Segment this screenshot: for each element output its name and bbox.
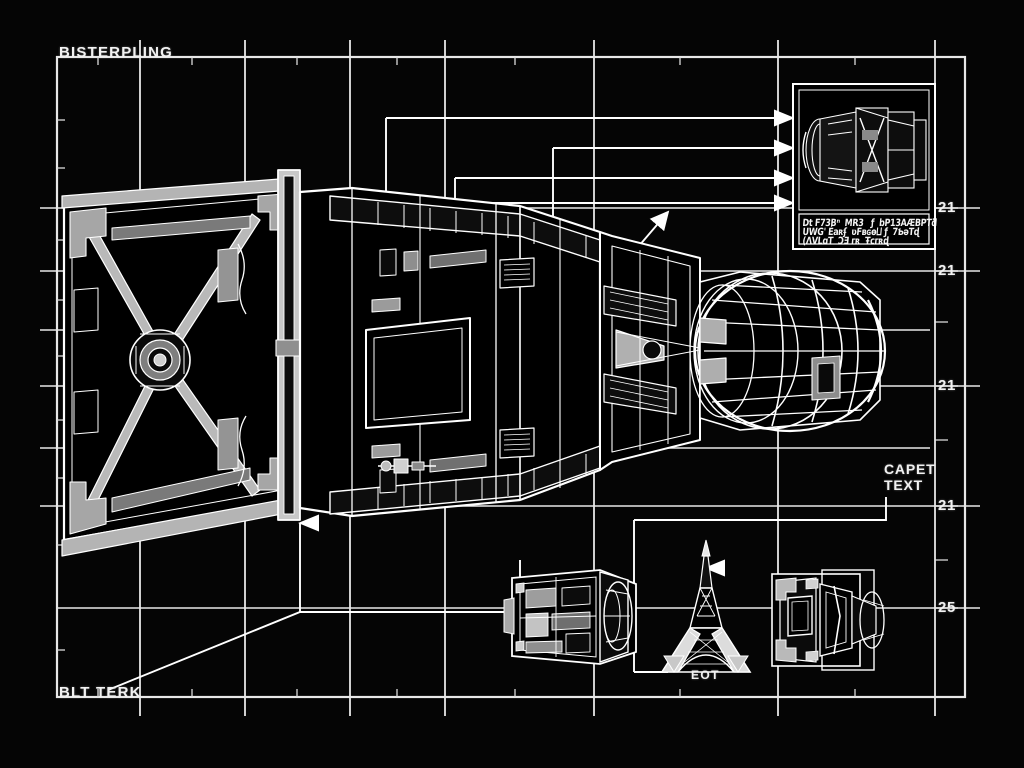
inset-detail-box [792,83,936,250]
axis-tick-value-3: 21 [938,377,956,394]
axis-tick-value-4: 21 [938,497,956,514]
axis-tick-value-1: 21 [938,199,956,216]
detail-part-assembly [771,569,885,671]
label-bottom-left: BLT TERK [59,684,142,701]
label-caret-line2: TEXT [884,477,923,493]
detail-part-module [503,569,637,665]
label-top-left: BISTERPLING [59,44,174,61]
label-caret-line1: CAPET [884,461,936,477]
label-detail-caption: EOT [691,668,720,682]
axis-tick-value-2: 21 [938,262,956,279]
axis-tick-value-5: 25 [938,599,956,616]
callout-annotation-line-3: (ɅVLɑT ƆƎ гʀ Ŧcгʀɖ [802,235,890,247]
main-assembly-drawing [61,169,887,557]
detail-part-tower [660,539,752,673]
